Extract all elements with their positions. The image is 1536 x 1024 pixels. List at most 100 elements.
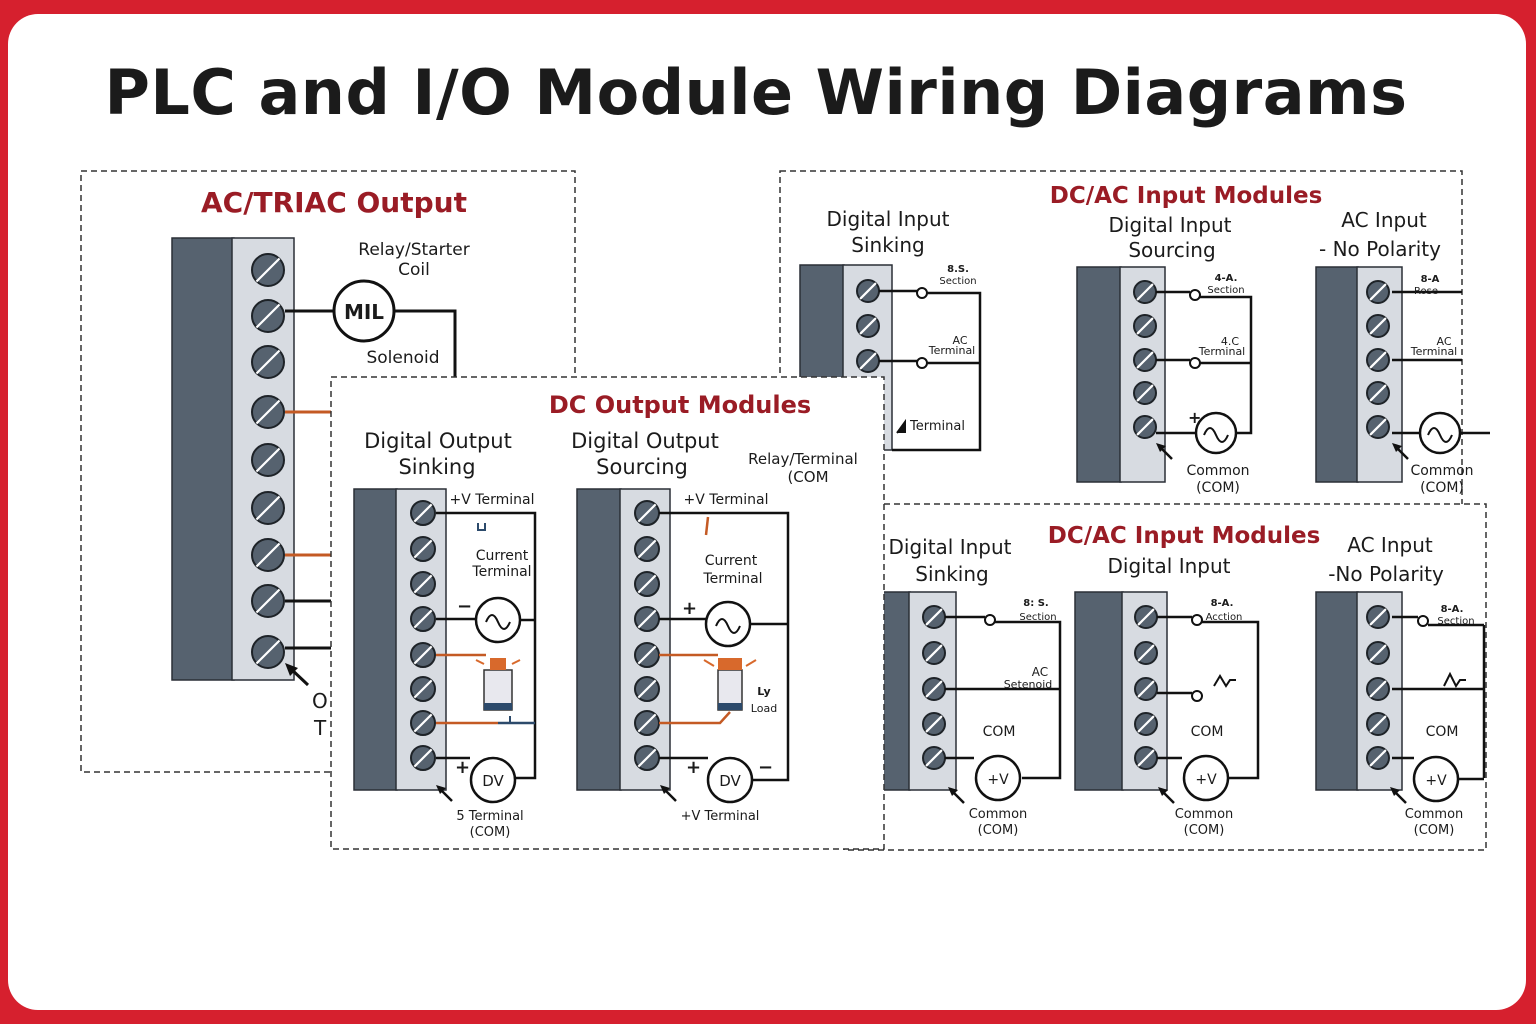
screw-slot bbox=[413, 574, 433, 594]
dc-output-sink-current-2: Terminal bbox=[471, 564, 531, 580]
screw-slot bbox=[637, 609, 657, 629]
screw-slot bbox=[255, 447, 281, 473]
dcac-bottom-c1-bottom-1: Common bbox=[969, 807, 1028, 822]
dc-output-src-current-1: Current bbox=[705, 553, 758, 569]
dcac-top-c3-label-2b: Terminal bbox=[1410, 345, 1458, 358]
dcac-bottom-c3-label-1a: 8-A. bbox=[1441, 604, 1464, 615]
panel-dcac-input-top: DC/AC Input Modules Digital Input Sinkin… bbox=[779, 170, 1490, 506]
screw-slot bbox=[1136, 317, 1154, 335]
screw-slot bbox=[1369, 680, 1387, 698]
screw-slot bbox=[637, 503, 657, 523]
ac-triac-terminal-screws bbox=[251, 253, 285, 669]
panel-dcac-input-bottom: DC/AC Input Modules Digital Input Sinkin… bbox=[843, 503, 1487, 851]
dcac-bottom-c2-v: +V bbox=[1195, 772, 1217, 788]
screw-slot bbox=[859, 317, 877, 335]
screw-slot bbox=[413, 748, 433, 768]
dcac-top-c1-label-3: Terminal bbox=[909, 419, 965, 434]
screw-slot bbox=[1369, 351, 1387, 369]
screw-slot bbox=[637, 748, 657, 768]
dcac-bottom-col2-screws bbox=[1134, 605, 1158, 770]
screw-slot bbox=[1369, 644, 1387, 662]
screw-slot bbox=[255, 303, 281, 329]
dcac-bottom-c1-label-2b: Setenoid bbox=[1004, 678, 1053, 691]
dc-output-sourcing-title-2: Sourcing bbox=[596, 455, 688, 479]
screw-slot bbox=[1137, 680, 1155, 698]
dcac-bottom-col1-title-2: Sinking bbox=[915, 562, 988, 586]
solenoid-label: Solenoid bbox=[366, 348, 439, 368]
dcac-top-col3-title-2: - No Polarity bbox=[1319, 237, 1441, 261]
dcac-bottom-c2-bottom-1: Common bbox=[1175, 807, 1234, 822]
screw-slot bbox=[1369, 384, 1387, 402]
screw-slot bbox=[1369, 715, 1387, 733]
dc-output-src-vterm: +V Terminal bbox=[684, 492, 769, 508]
screw-slot bbox=[1369, 418, 1387, 436]
screw-slot bbox=[1137, 715, 1155, 733]
dcac-top-col3-title-1: AC Input bbox=[1341, 208, 1427, 232]
dcac-top-c3-com-2: (COM) bbox=[1420, 480, 1464, 496]
dc-output-sourcing-screws bbox=[634, 500, 660, 771]
dcac-bottom-c3-label-1b: Section bbox=[1437, 616, 1474, 627]
dcac-top-c1-label-2a: AC bbox=[952, 334, 967, 347]
dcac-bottom-c2-bottom-2: (COM) bbox=[1184, 823, 1225, 838]
dcac-bottom-col2-title-1: Digital Input bbox=[1107, 554, 1230, 578]
panel-dc-output: DC Output Modules Digital Output Sinking… bbox=[330, 376, 885, 850]
dcac-bottom-col3-screws bbox=[1366, 605, 1390, 770]
screw-slot bbox=[413, 609, 433, 629]
dc-output-sourcing-title-1: Digital Output bbox=[571, 429, 719, 453]
screw-slot bbox=[1369, 317, 1387, 335]
dc-output-sinking-title-1: Digital Output bbox=[364, 429, 512, 453]
dc-output-sink-minus: − bbox=[457, 596, 472, 617]
dc-output-relay-label-2: (COM bbox=[787, 468, 828, 486]
screw-slot bbox=[637, 539, 657, 559]
dcac-bottom-c3-bottom-1: Common bbox=[1405, 807, 1464, 822]
dc-output-src-plus: + bbox=[682, 598, 697, 619]
dc-output-heading: DC Output Modules bbox=[549, 391, 811, 419]
dcac-top-c2-label-1b: Section bbox=[1207, 285, 1244, 296]
dcac-bottom-col3-title-1: AC Input bbox=[1347, 533, 1433, 557]
coil-label-2: Coil bbox=[398, 260, 430, 280]
screw-slot bbox=[925, 715, 943, 733]
screw-slot bbox=[255, 257, 281, 283]
dc-output-relay-label-1: Relay/Terminal bbox=[748, 450, 858, 468]
screw-slot bbox=[255, 639, 281, 665]
screw-slot bbox=[1137, 608, 1155, 626]
screw-slot bbox=[1136, 351, 1154, 369]
screw-slot bbox=[637, 679, 657, 699]
screw-slot bbox=[925, 680, 943, 698]
screw-slot bbox=[1137, 749, 1155, 767]
dcac-top-c3-label-1b: Rose bbox=[1414, 286, 1438, 297]
screw-slot bbox=[637, 645, 657, 665]
dcac-top-c2-label-2a: 4.C bbox=[1221, 335, 1239, 348]
dcac-bottom-c3-com: COM bbox=[1426, 724, 1459, 740]
screw-slot bbox=[1137, 644, 1155, 662]
dcac-top-col1-title-2: Sinking bbox=[851, 233, 924, 257]
dc-output-sink-current-1: Current bbox=[476, 548, 529, 564]
dcac-top-c2-com-1: Common bbox=[1186, 463, 1249, 479]
dcac-bottom-col1-screws bbox=[922, 605, 946, 770]
screw-slot bbox=[637, 574, 657, 594]
dcac-top-c3-label-2a: AC bbox=[1436, 335, 1451, 348]
screw-slot bbox=[255, 542, 281, 568]
dcac-bottom-c1-v: +V bbox=[987, 772, 1009, 788]
dc-output-src-minus: − bbox=[758, 757, 773, 778]
screw-slot bbox=[255, 588, 281, 614]
dc-output-src-plus-2: + bbox=[686, 757, 701, 778]
screw-slot bbox=[413, 679, 433, 699]
screw-slot bbox=[925, 644, 943, 662]
screw-slot bbox=[255, 349, 281, 375]
dcac-top-c2-plus: + bbox=[1188, 408, 1201, 427]
screw-slot bbox=[1369, 608, 1387, 626]
screw-slot bbox=[925, 749, 943, 767]
dcac-top-c1-label-1a: 8.S. bbox=[947, 264, 969, 275]
dcac-top-col2-title-2: Sourcing bbox=[1128, 238, 1215, 262]
dcac-top-c1-label-1b: Section bbox=[939, 276, 976, 287]
dcac-top-c2-com-2: (COM) bbox=[1196, 480, 1240, 496]
dcac-bottom-c1-label-2a: AC bbox=[1032, 665, 1048, 679]
dcac-bottom-col3-title-2: -No Polarity bbox=[1328, 562, 1444, 586]
screw-slot bbox=[637, 713, 657, 733]
screw-slot bbox=[413, 713, 433, 733]
screw-slot bbox=[255, 495, 281, 521]
dcac-bottom-c2-com: COM bbox=[1191, 724, 1224, 740]
dcac-top-heading: DC/AC Input Modules bbox=[1050, 183, 1323, 209]
